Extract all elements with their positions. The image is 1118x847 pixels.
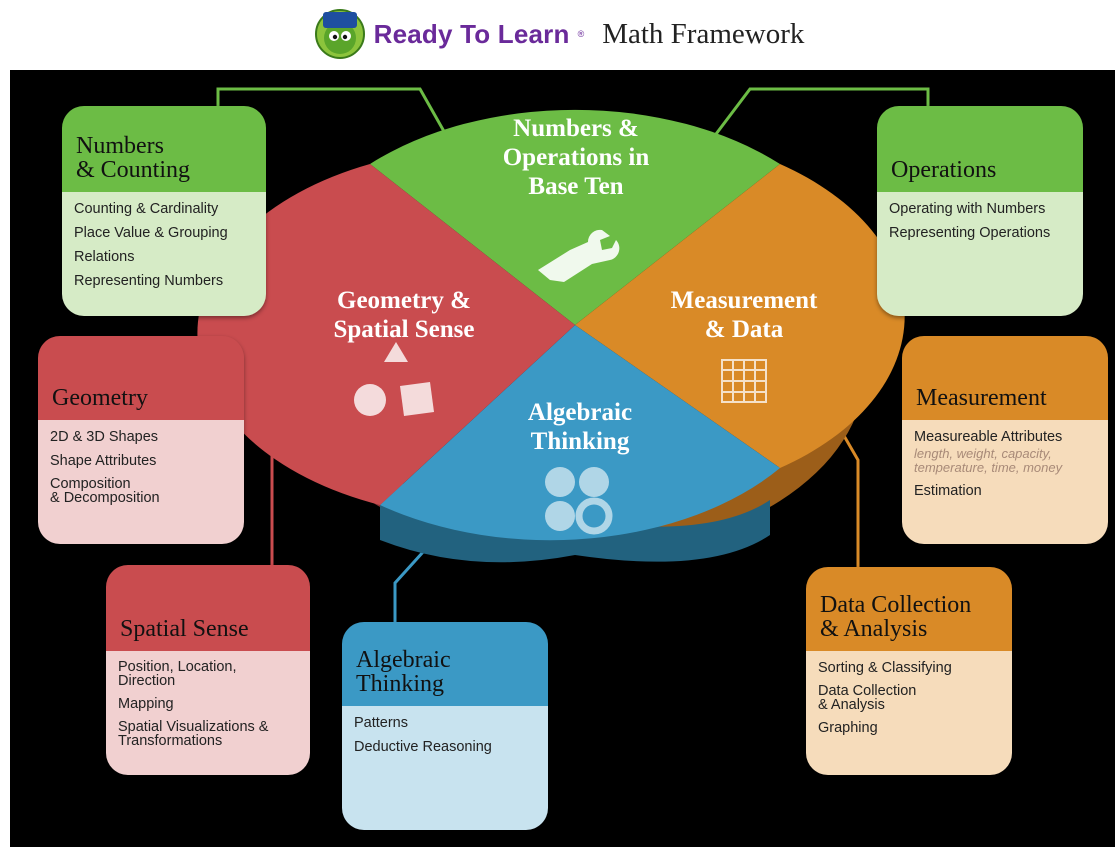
list-item: Representing Numbers [74,273,224,289]
sector-label-algebraic-1: Algebraic [528,399,632,426]
title-suffix: Math Framework [602,17,805,50]
sector-label-geometry-2: Spatial Sense [333,316,474,343]
card-title: Numbers & Counting [76,133,191,183]
connector-numbers-counting [216,87,452,143]
list-item: Relations [74,249,135,265]
list-item: Operating with Numbers [889,201,1046,217]
connector-operations [708,87,930,143]
list-item: Composition & Decomposition [50,476,160,506]
list-item: 2D & 3D Shapes [50,429,159,445]
framework-wheel: Numbers & Operations in Base Ten Geometr… [197,87,930,625]
shapes-icon [354,342,434,416]
sector-label-numbers-ops-1: Numbers & [513,115,639,142]
list-item: Shape Attributes [50,453,157,469]
list-item: Spatial Visualizations & Transformations [118,719,269,749]
circles-icon [545,467,613,535]
card-spatial-sense: Spatial Sense Position, Location, Direct… [106,565,310,775]
list-item: Measureable Attributes [914,429,1063,445]
sector-numbers-operations [370,109,780,325]
diagram-canvas: Numbers & Operations in Base Ten Geometr… [10,70,1115,847]
list-item: Counting & Cardinality [74,201,219,217]
list-item: Representing Operations [889,225,1051,241]
list-item: Position, Location, Direction [118,659,237,689]
card-title: Data Collection & Analysis [820,592,972,642]
sector-algebraic [380,325,780,541]
card-algebraic-thinking: Algebraic Thinking Patterns Deductive Re… [342,622,548,830]
card-measurement: Measurement Measureable Attributes lengt… [902,336,1108,544]
card-geometry: Geometry 2D & 3D Shapes Shape Attributes… [38,336,244,544]
sector-label-algebraic-2: Thinking [531,428,630,455]
card-title: Spatial Sense [120,616,249,642]
title-brand: Ready To Learn [373,18,570,49]
list-item: Deductive Reasoning [354,739,492,755]
sector-measurement-data [575,164,905,468]
sector-label-numbers-ops-2: Operations in [503,144,650,171]
card-title: Geometry [52,385,148,411]
sector-geometry-spatial [197,164,575,505]
card-title: Measurement [916,385,1047,411]
card-title: Algebraic Thinking [356,647,451,697]
list-subtext: length, weight, capacity, temperature, t… [914,446,1063,475]
sector-labels: Numbers & Operations in Base Ten Geometr… [333,115,818,455]
wheel-top [197,109,905,541]
list-item: Estimation [914,483,982,499]
sector-label-measurement-1: Measurement [671,287,818,314]
list-item: Data Collection & Analysis [818,683,917,713]
list-item: Place Value & Grouping [74,225,228,241]
sector-label-measurement-2: & Data [705,316,784,343]
header: Ready To Learn ® Math Framework [0,0,1118,68]
card-data-collection: Data Collection & Analysis Sorting & Cla… [806,567,1012,775]
list-item: Sorting & Classifying [818,660,952,676]
list-item: Mapping [118,696,174,712]
list-item: Graphing [818,720,878,736]
title-trademark: ® [577,29,585,39]
card-operations: Operations Operating with Numbers Repres… [877,106,1083,316]
list-item: Patterns [354,715,408,731]
card-numbers-counting: Numbers & Counting Counting & Cardinalit… [62,106,266,316]
pbs-kids-logo [314,8,366,60]
wrench-icon [538,229,620,282]
grid-icon [721,359,767,403]
sector-label-numbers-ops-3: Base Ten [528,173,623,200]
card-title: Operations [891,157,997,183]
sector-label-geometry-1: Geometry & [337,287,471,314]
